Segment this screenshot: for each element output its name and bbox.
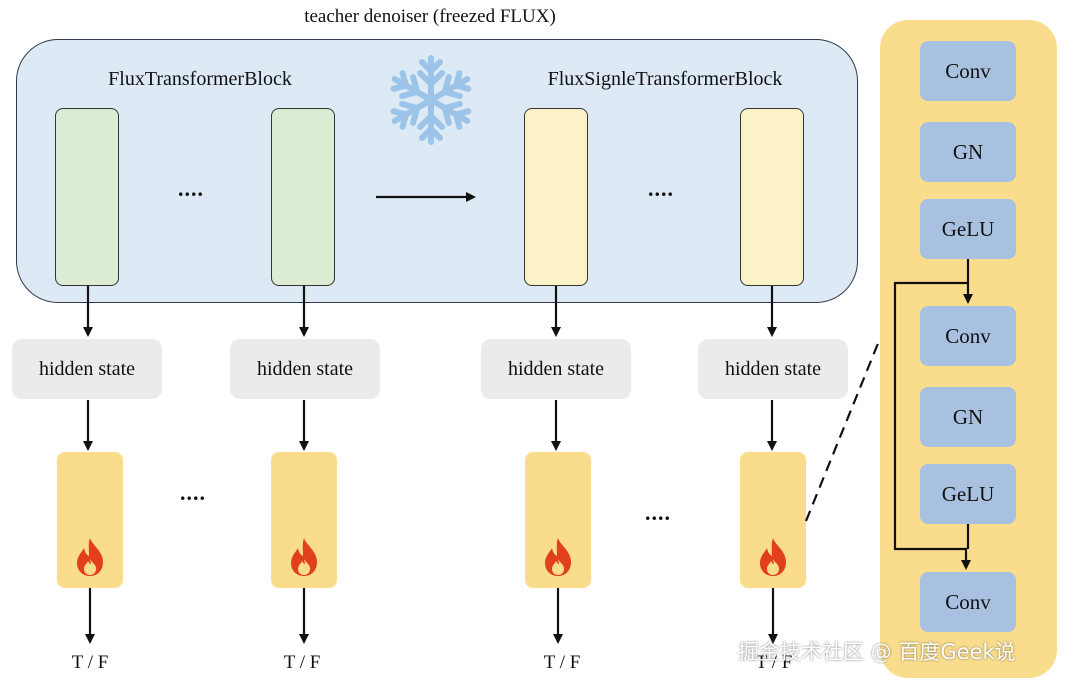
- layer-gelu-2: GeLU: [920, 464, 1016, 524]
- layer-conv-1: Conv: [920, 41, 1016, 101]
- layer-conv-2: Conv: [920, 306, 1016, 366]
- flux-transformer-block-n: [271, 108, 335, 286]
- hidden-state-4: hidden state: [698, 339, 848, 399]
- output-label-3: T / F: [543, 652, 581, 673]
- flux-transformer-block-1: [55, 108, 119, 286]
- flame-icon: [760, 538, 786, 576]
- ellipsis-heads-left: ....: [180, 480, 206, 505]
- ellipsis-heads-right: ....: [645, 500, 671, 525]
- layer-gn-2: GN: [920, 387, 1016, 447]
- hidden-state-2: hidden state: [230, 339, 380, 399]
- flux-transformer-block-label: FluxTransformerBlock: [108, 68, 292, 90]
- teacher-denoiser-box: [16, 39, 858, 303]
- hidden-state-3: hidden state: [481, 339, 631, 399]
- flame-icon: [291, 538, 317, 576]
- watermark-text: 掘金技术社区 @ 百度Geek说: [738, 640, 1016, 664]
- residual-skip-arrow: [893, 281, 971, 570]
- output-label-4: T / F: [755, 652, 793, 673]
- layer-conv-3: Conv: [920, 572, 1016, 632]
- layer-gn-1: GN: [920, 122, 1016, 182]
- flux-single-transformer-block-label: FluxSignleTransformerBlock: [547, 68, 783, 90]
- hidden-state-1: hidden state: [12, 339, 162, 399]
- flame-icon: [77, 538, 103, 576]
- layer-gelu-1: GeLU: [920, 199, 1016, 259]
- diagram-title: teacher denoiser (freezed FLUX): [304, 6, 556, 27]
- output-label-2: T / F: [283, 652, 321, 673]
- flux-single-transformer-block-1: [524, 108, 588, 286]
- flux-single-transformer-block-n: [740, 108, 804, 286]
- ellipsis-single-blocks: ....: [648, 176, 674, 201]
- zoom-dashed-line: [804, 340, 881, 522]
- output-label-1: T / F: [71, 652, 109, 673]
- snowflake-icon: [387, 55, 475, 148]
- flame-icon: [545, 538, 571, 576]
- ellipsis-flux-blocks: ....: [178, 176, 204, 201]
